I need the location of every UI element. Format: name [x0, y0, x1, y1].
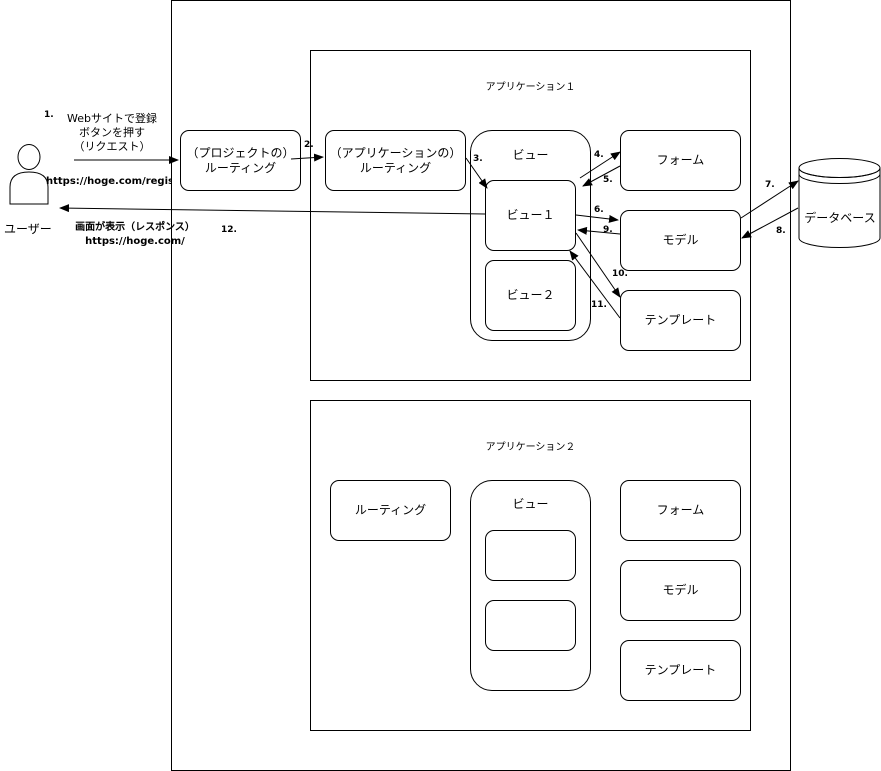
app2-view-slot-1 [485, 530, 576, 581]
app2-routing-box: ルーティング [330, 480, 451, 541]
arrow-2 [290, 153, 324, 162]
app1-routing-line2: ルーティング [359, 160, 432, 175]
step-1-label: 1. [44, 110, 54, 120]
step-5-label: 5. [603, 175, 613, 185]
database-label: データベース [804, 211, 876, 225]
arrow-9 [577, 226, 621, 235]
request-text-line1: Webサイトで登録 [67, 112, 157, 125]
request-text: Webサイトで登録 ボタンを押す （リクエスト） [54, 112, 170, 154]
step-12-label: 12. [221, 225, 237, 235]
step-4-label: 4. [594, 150, 604, 160]
user-label: ユーザー [4, 222, 52, 236]
response-text: 画面が表示（レスポンス） https://hoge.com/ [60, 221, 210, 249]
app1-template-box: テンプレート [620, 290, 741, 351]
request-text-line3: （リクエスト） [73, 140, 151, 153]
app1-view-group-label: ビュー [512, 148, 549, 162]
app1-view1-box: ビュー１ [485, 180, 576, 251]
project-routing-box: （プロジェクトの） ルーティング [180, 130, 301, 191]
project-routing-line1: （プロジェクトの） [186, 145, 295, 160]
app2-template-box: テンプレート [620, 640, 741, 701]
step-9-label: 9. [603, 225, 613, 235]
database-icon [798, 158, 881, 248]
app2-form-box: フォーム [620, 480, 741, 541]
app2-view-group-label: ビュー [512, 497, 549, 511]
arrow-12 [59, 204, 486, 215]
arrow-7 [740, 180, 799, 219]
arrow-8 [741, 207, 799, 239]
arrow-4 [579, 151, 621, 179]
app1-form-box: フォーム [620, 130, 741, 191]
app1-routing-box: （アプリケーションの） ルーティング [325, 130, 466, 191]
arrow-3 [465, 157, 488, 189]
arrow-5 [582, 165, 621, 187]
user-actor-icon [9, 144, 49, 205]
app1-title: アプリケーション１ [485, 82, 576, 93]
app1-routing-line1: （アプリケーションの） [329, 145, 462, 160]
app1-model-box: モデル [620, 210, 741, 271]
request-url: https://hoge.com/regist [46, 176, 172, 187]
arrow-11 [569, 250, 621, 319]
step-3-label: 3. [473, 154, 483, 164]
step-7-label: 7. [765, 180, 775, 190]
project-routing-line2: ルーティング [204, 160, 277, 175]
response-url: https://hoge.com/ [85, 236, 185, 247]
arrow-10 [575, 232, 621, 298]
app2-model-box: モデル [620, 560, 741, 621]
step-10-label: 10. [612, 269, 628, 279]
app2-view-group [470, 480, 591, 691]
app2-view-slot-2 [485, 600, 576, 651]
app1-view2-box: ビュー２ [485, 260, 576, 331]
step-2-label: 2. [304, 140, 314, 150]
app2-title: アプリケーション２ [485, 442, 576, 453]
arrow-6 [575, 214, 619, 223]
step-8-label: 8. [776, 226, 786, 236]
request-text-line2: ボタンを押す [79, 126, 145, 139]
step-6-label: 6. [594, 205, 604, 215]
response-text-line: 画面が表示（レスポンス） [75, 222, 195, 233]
step-11-label: 11. [591, 300, 607, 310]
